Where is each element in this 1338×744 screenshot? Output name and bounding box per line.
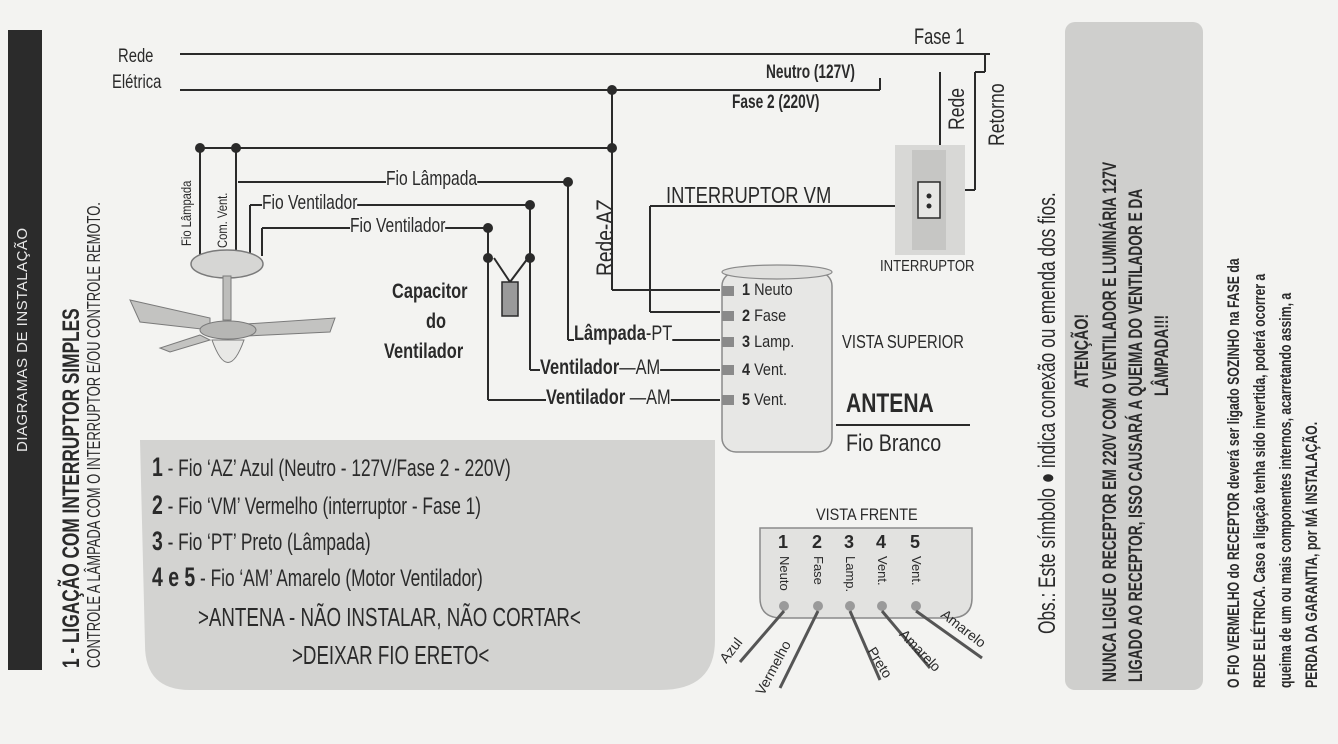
attention-title: ATENÇÃO!: [1072, 313, 1093, 388]
terminal-2: 2 Fase: [742, 306, 787, 325]
interruptor-vm-label: INTERRUPTOR VM: [666, 182, 832, 208]
legend-item-3: 3 - Fio ‘PT’ Preto (Lâmpada): [152, 526, 371, 556]
front-label-2: Fase: [811, 556, 826, 585]
am2-text: AM: [646, 386, 671, 409]
terminal-4: 4 Vent.: [742, 360, 788, 379]
lampada-pt-label: Lâmpada-PT: [574, 322, 673, 346]
retorno-label: Retorno: [984, 83, 1009, 146]
ceiling-fan-icon: [129, 249, 336, 363]
attention-line-2: LIGADO AO RECEPTOR, ISSO CAUSARÁ A QUEIM…: [1126, 188, 1147, 682]
capacitor-shape: [501, 281, 519, 317]
fio-lampada-label: Fio Lâmpada: [386, 168, 478, 191]
fan-com-vent-label: Com. Vent.: [214, 192, 230, 248]
fase1-label: Fase 1: [914, 24, 965, 49]
fase2-label: Fase 2 (220V): [732, 92, 820, 113]
ventilador1-text: Ventilador: [540, 356, 620, 379]
terminal-5: 5 Vent.: [742, 390, 788, 409]
rede-vert-label: Rede: [944, 87, 969, 130]
legend-warning-1: >ANTENA - NÃO INSTALAR, NÃO CORTAR<: [198, 602, 581, 632]
front-view-receiver: [738, 527, 983, 689]
sidebar: [8, 30, 42, 670]
legend-item-1: 1 - Fio ‘AZ’ Azul (Neutro - 127V/Fase 2 …: [152, 452, 511, 482]
receiver-icon: [721, 264, 833, 453]
front-label-4: Vent.: [875, 556, 890, 586]
switch-icon: [895, 145, 965, 255]
front-label-1: Neuto: [777, 556, 792, 591]
fio-ventilador-label: Fio Ventilador: [262, 192, 358, 215]
note-line-1: O FIO VERMELHO do RECEPTOR deverá ser li…: [1224, 258, 1243, 688]
fan-fio-lampada-label: Fio Lâmpada: [178, 180, 194, 246]
capacitor-label-3: Ventilador: [384, 340, 464, 363]
ventilador-am1-label: Ventilador—AM: [540, 356, 661, 380]
terminal-1: 1 Neuto: [742, 280, 793, 299]
terminal-3: 3 Lamp.: [742, 332, 795, 351]
front-num-2: 2: [812, 532, 823, 552]
legend-panel: [140, 440, 715, 690]
note-line-4: PERDA DA GARANTIA, por MÁ INSTALAÇÃO.: [1302, 421, 1321, 688]
am1-text: AM: [635, 356, 661, 379]
ventilador2-text: Ventilador: [546, 386, 626, 409]
lampada-text: Lâmpada: [574, 322, 646, 345]
note-line-2: REDE ELÉTRICA. Caso a ligação tenha sido…: [1250, 273, 1269, 688]
obs-text: Obs.: Este símbolo ● indica conexão ou e…: [1034, 192, 1061, 635]
rede-label: Rede: [118, 46, 154, 67]
legend-item-4: 4 e 5 - Fio ‘AM’ Amarelo (Motor Ventilad…: [152, 562, 483, 592]
front-label-5: Vent.: [909, 556, 924, 586]
rede-az-label: Rede-AZ: [592, 199, 619, 276]
attention-line-3: LÂMPADA!!!: [1152, 314, 1173, 396]
attention-line-1: NUNCA LIGUE O RECEPTOR EM 220V COM O VEN…: [1100, 161, 1121, 682]
fio-branco-label: Fio Branco: [846, 430, 942, 457]
note-line-3: queima de um ou mais componentes interno…: [1276, 292, 1295, 688]
antena-label: ANTENA: [846, 388, 934, 418]
front-num-5: 5: [910, 532, 921, 552]
attention-panel: [1065, 22, 1203, 690]
front-label-3: Lamp.: [843, 556, 858, 593]
legend-warning-2: >DEIXAR FIO ERETO<: [292, 640, 490, 670]
front-num-3: 3: [844, 532, 855, 552]
capacitor-label-2: do: [426, 310, 447, 333]
antena-underline: [836, 424, 970, 426]
ventilador-am2-label: Ventilador —AM: [546, 386, 671, 410]
neutro-label: Neutro (127V): [766, 62, 855, 83]
fio-ventilador2-label: Fio Ventilador: [350, 215, 446, 238]
pt-text: PT: [651, 322, 673, 345]
vista-superior-label: VISTA SUPERIOR: [842, 332, 964, 352]
front-view-title: VISTA FRENTE: [816, 505, 918, 524]
interruptor-label: INTERRUPTOR: [880, 258, 975, 275]
legend-item-2: 2 - Fio ‘VM’ Vermelho (interruptor - Fas…: [152, 490, 481, 520]
front-num-1: 1: [778, 532, 789, 552]
front-num-4: 4: [876, 532, 887, 552]
eletrica-label: Elétrica: [112, 72, 162, 93]
capacitor-label-1: Capacitor: [392, 280, 468, 303]
